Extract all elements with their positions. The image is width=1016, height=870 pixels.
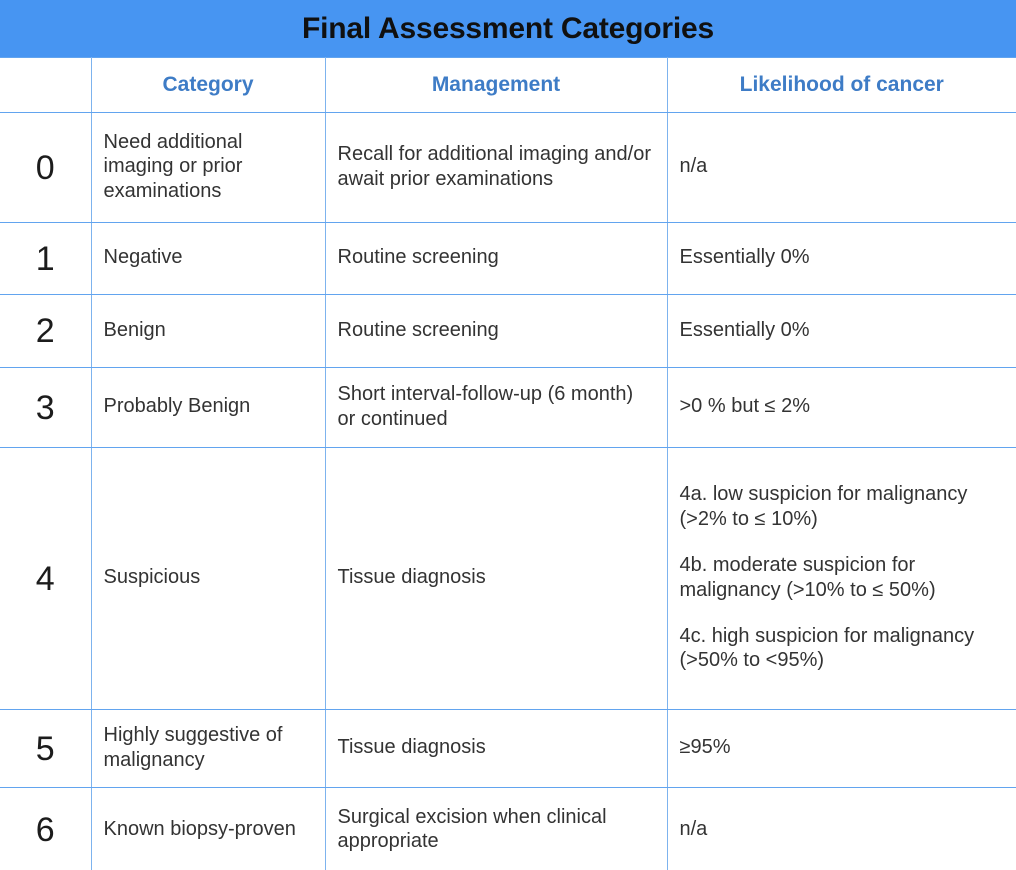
row-category-number: 3: [0, 367, 92, 448]
row-likelihood-text: Essentially 0%: [666, 294, 1016, 368]
row-category-number: 5: [0, 709, 92, 788]
column-header-management: Management: [324, 57, 668, 113]
row-category-number: 4: [0, 447, 92, 710]
table-row: 3 Probably Benign Short interval-follow-…: [0, 367, 1016, 448]
row-category-text: Benign: [90, 294, 326, 368]
assessment-table: Category Management Likelihood of cancer…: [0, 57, 1016, 870]
row-management-text: Surgical excision when clinical appropri…: [324, 787, 668, 870]
row-likelihood-text: >0 % but ≤ 2%: [666, 367, 1016, 448]
table-title-bar: Final Assessment Categories: [0, 0, 1016, 57]
row-management-text: Tissue diagnosis: [324, 447, 668, 710]
header-row: Category Management Likelihood of cancer: [0, 57, 1016, 113]
row-likelihood-text: n/a: [666, 787, 1016, 870]
row-category-text: Need additional imaging or prior examina…: [90, 112, 326, 223]
row-category-text: Highly suggestive of malignancy: [90, 709, 326, 788]
column-header-likelihood: Likelihood of cancer: [666, 57, 1016, 113]
row-likelihood-sublist: 4a. low suspicion for malignancy (>2% to…: [666, 447, 1016, 710]
column-header-category: Category: [90, 57, 326, 113]
row-category-text: Suspicious: [90, 447, 326, 710]
row-likelihood-text: n/a: [666, 112, 1016, 223]
column-header-number: [0, 57, 92, 113]
table-row: 2 Benign Routine screening Essentially 0…: [0, 294, 1016, 368]
row-management-text: Routine screening: [324, 294, 668, 368]
likelihood-subitem-4b: 4b. moderate suspicion for malignancy (>…: [679, 554, 936, 601]
table-row: 1 Negative Routine screening Essentially…: [0, 222, 1016, 295]
row-category-text: Known biopsy-proven: [90, 787, 326, 870]
row-category-number: 2: [0, 294, 92, 368]
row-category-text: Probably Benign: [90, 367, 326, 448]
row-category-number: 6: [0, 787, 92, 870]
likelihood-subitem-4a: 4a. low suspicion for malignancy (>2% to…: [679, 483, 968, 530]
row-likelihood-text: ≥95%: [666, 709, 1016, 788]
row-category-number: 0: [0, 112, 92, 223]
page-title: Final Assessment Categories: [302, 11, 714, 45]
row-management-text: Tissue diagnosis: [324, 709, 668, 788]
table-row: 5 Highly suggestive of malignancy Tissue…: [0, 709, 1016, 788]
table-body: 0 Need additional imaging or prior exami…: [0, 112, 1016, 870]
table-row: 0 Need additional imaging or prior exami…: [0, 112, 1016, 223]
row-management-text: Short interval-follow-up (6 month) or co…: [324, 367, 668, 448]
row-management-text: Routine screening: [324, 222, 668, 295]
table-header: Category Management Likelihood of cancer: [0, 57, 1016, 113]
row-management-text: Recall for additional imaging and/or awa…: [324, 112, 668, 223]
table-row: 6 Known biopsy-proven Surgical excision …: [0, 787, 1016, 870]
row-likelihood-text: Essentially 0%: [666, 222, 1016, 295]
row-category-number: 1: [0, 222, 92, 295]
likelihood-subitem-4c: 4c. high suspicion for malignancy (>50% …: [679, 624, 975, 672]
table-row: 4 Suspicious Tissue diagnosis 4a. low su…: [0, 447, 1016, 710]
row-category-text: Negative: [90, 222, 326, 295]
